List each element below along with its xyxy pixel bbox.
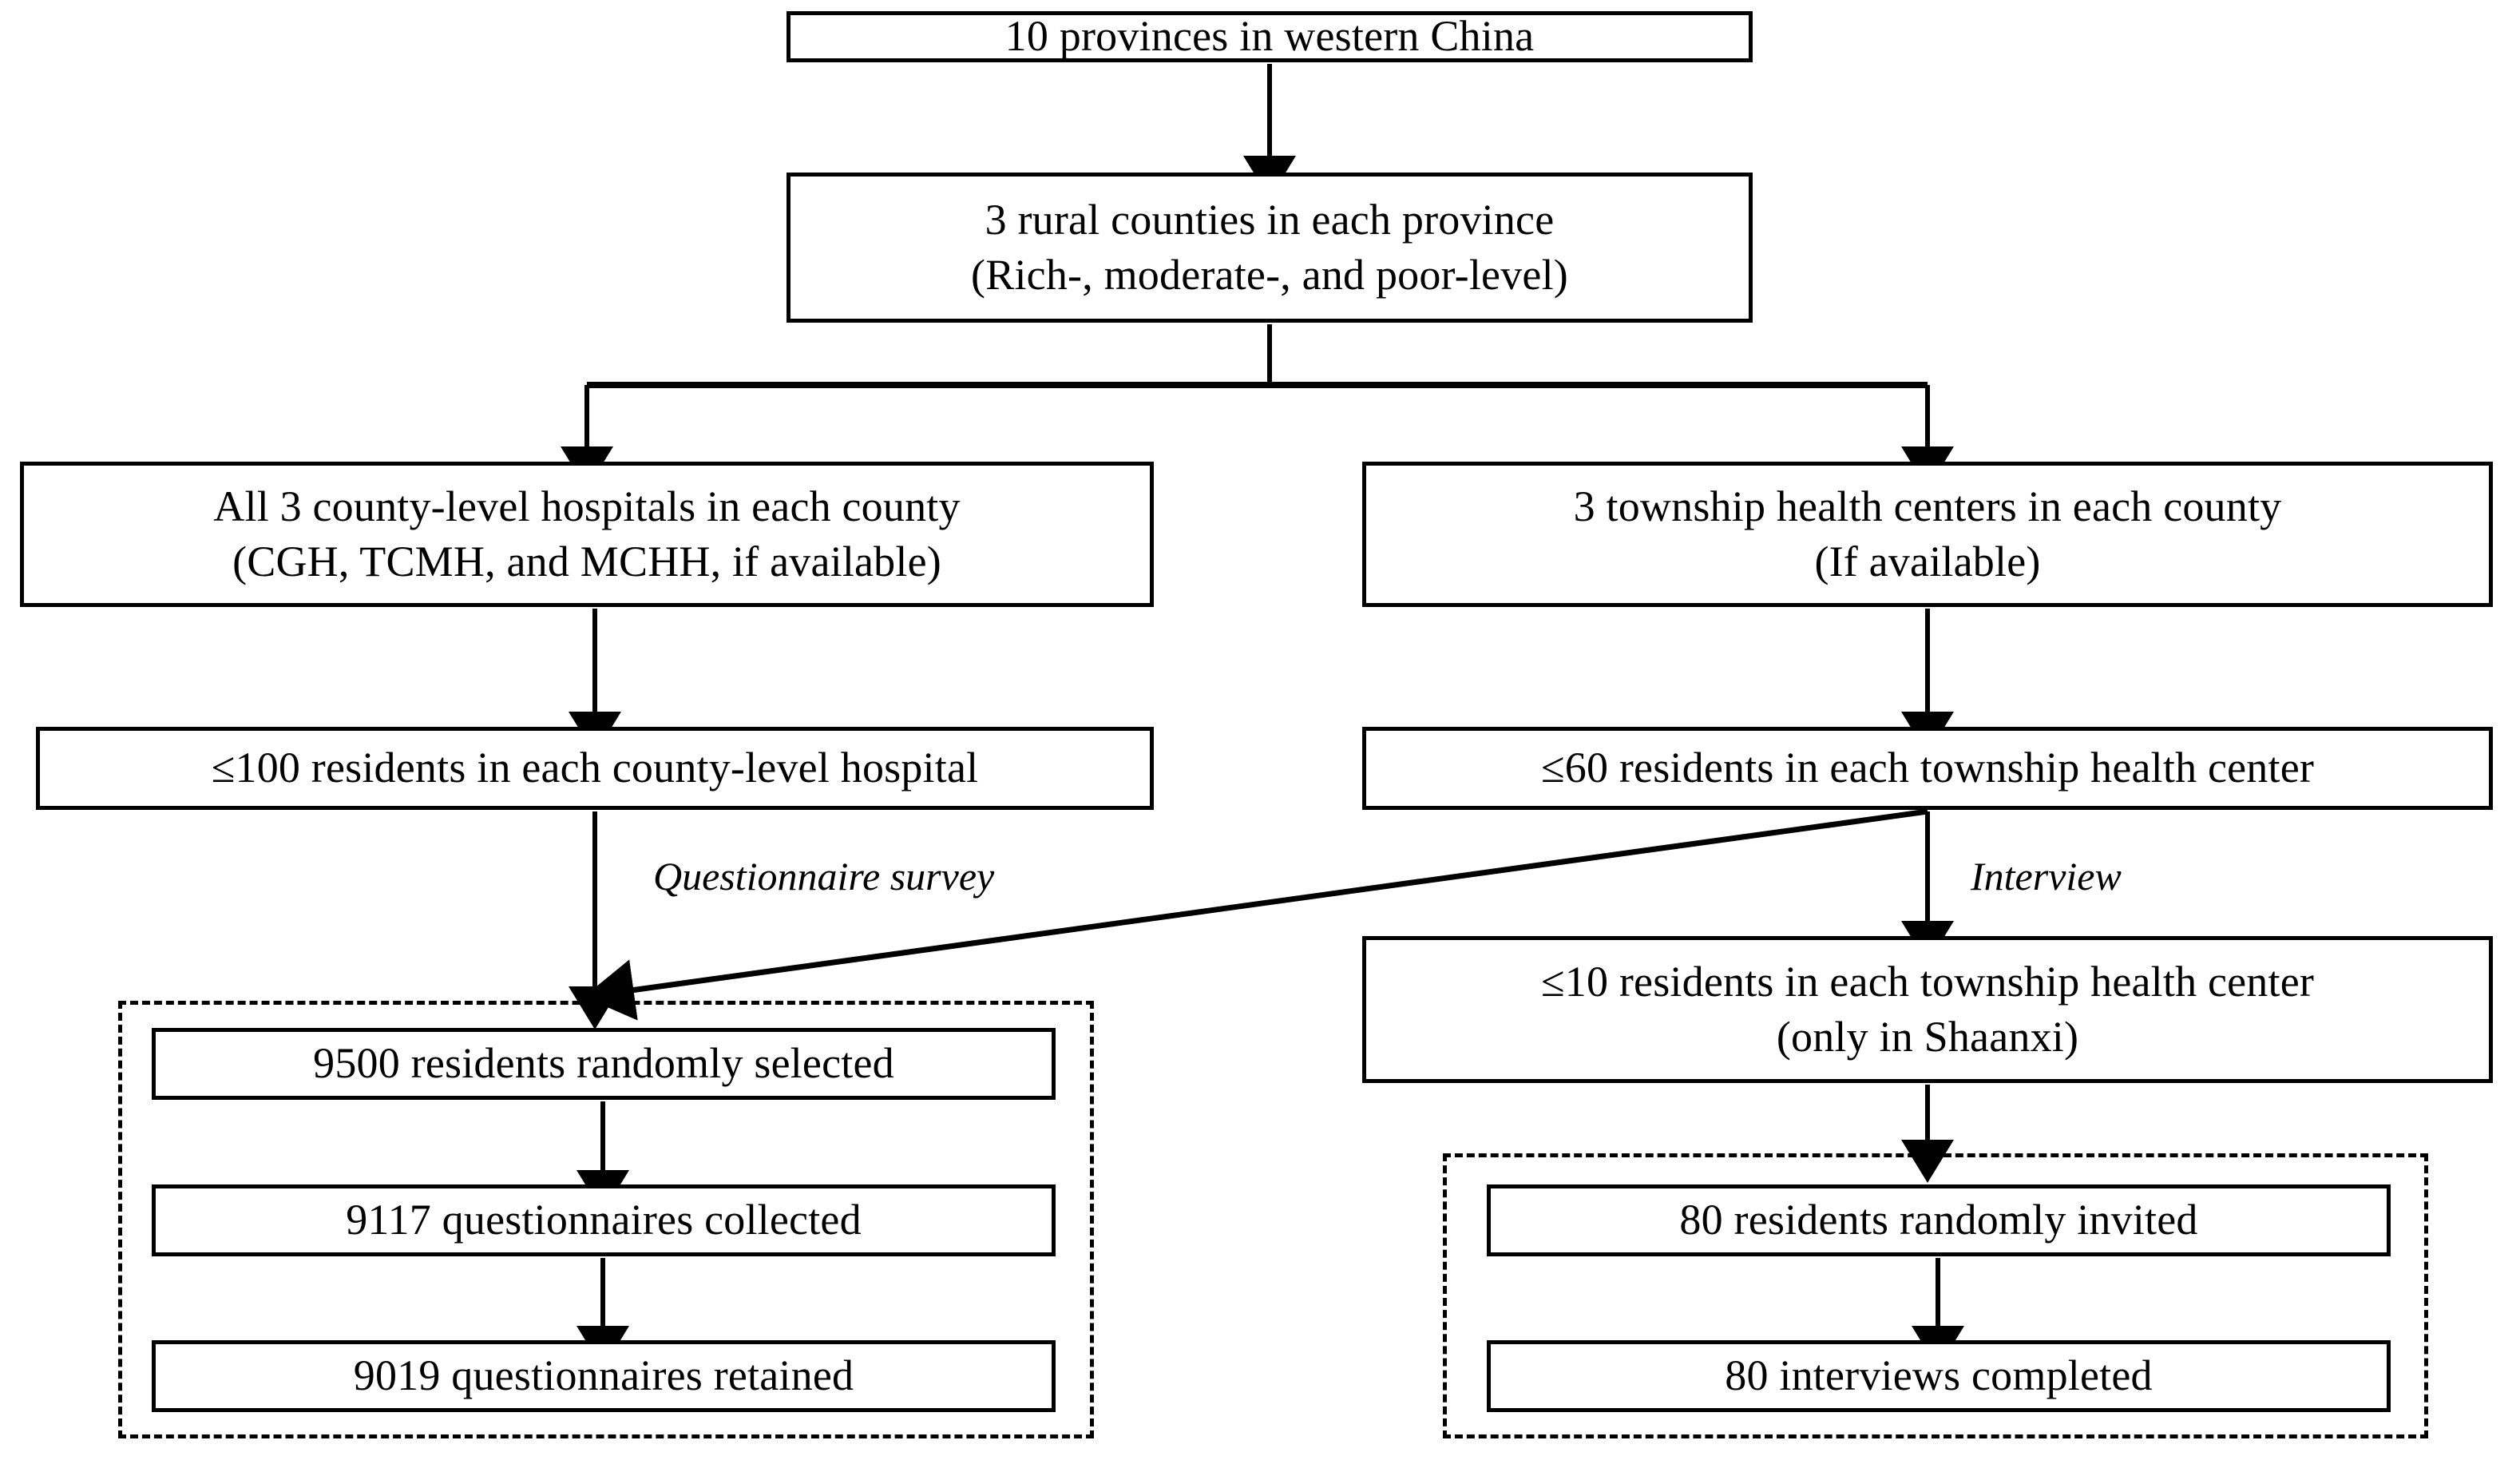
- node-collected-9117[interactable]: 9117 questionnaires collected: [152, 1184, 1056, 1256]
- node-provinces-line-1: 10 provinces in western China: [1004, 12, 1535, 61]
- node-interviews-80-line-1: 80 interviews completed: [1725, 1351, 2153, 1400]
- node-township-centers-line-1: 3 township health centers in each county: [1573, 482, 2282, 530]
- node-counties-line-2: (Rich-, moderate-, and poor-level): [971, 251, 1568, 299]
- node-invited-80-line-1: 80 residents randomly invited: [1679, 1196, 2198, 1244]
- questionnaire-survey-label: Questionnaire survey: [653, 854, 995, 899]
- node-retained-9019[interactable]: 9019 questionnaires retained: [152, 1340, 1056, 1412]
- node-residents-60-line-1: ≤60 residents in each township health ce…: [1540, 744, 2315, 792]
- node-retained-9019-line-1: 9019 questionnaires retained: [353, 1351, 854, 1400]
- interview-group: [1443, 1153, 2428, 1438]
- node-residents-10-line-2: (only in Shaanxi): [1776, 1013, 2079, 1061]
- node-selected-9500[interactable]: 9500 residents randomly selected: [152, 1028, 1056, 1100]
- node-residents-10[interactable]: ≤10 residents in each township health ce…: [1362, 936, 2493, 1083]
- node-interviews-80[interactable]: 80 interviews completed: [1487, 1340, 2391, 1412]
- interview-label: Interview: [1971, 854, 2122, 899]
- node-counties-line-1: 3 rural counties in each province: [985, 195, 1555, 244]
- node-provinces[interactable]: 10 provinces in western China: [787, 11, 1753, 62]
- node-counties[interactable]: 3 rural counties in each province (Rich-…: [787, 173, 1753, 323]
- node-township-centers[interactable]: 3 township health centers in each county…: [1362, 462, 2493, 607]
- node-residents-10-line-1: ≤10 residents in each township health ce…: [1540, 957, 2315, 1006]
- node-residents-60[interactable]: ≤60 residents in each township health ce…: [1362, 727, 2493, 810]
- connector-residents60-to-questionnaire-group: [584, 808, 1928, 1021]
- node-county-hospitals-line-1: All 3 county-level hospitals in each cou…: [213, 482, 961, 530]
- node-selected-9500-line-1: 9500 residents randomly selected: [313, 1039, 894, 1088]
- node-township-centers-line-2: (If available): [1814, 538, 2041, 585]
- node-county-hospitals-line-2: (CGH, TCMH, and MCHH, if available): [232, 538, 941, 585]
- node-residents-100[interactable]: ≤100 residents in each county-level hosp…: [36, 727, 1154, 810]
- node-residents-100-line-1: ≤100 residents in each county-level hosp…: [211, 744, 979, 792]
- node-county-hospitals[interactable]: All 3 county-level hospitals in each cou…: [20, 462, 1154, 607]
- node-invited-80[interactable]: 80 residents randomly invited: [1487, 1184, 2391, 1256]
- node-collected-9117-line-1: 9117 questionnaires collected: [346, 1196, 862, 1244]
- questionnaire-group: [118, 1001, 1094, 1438]
